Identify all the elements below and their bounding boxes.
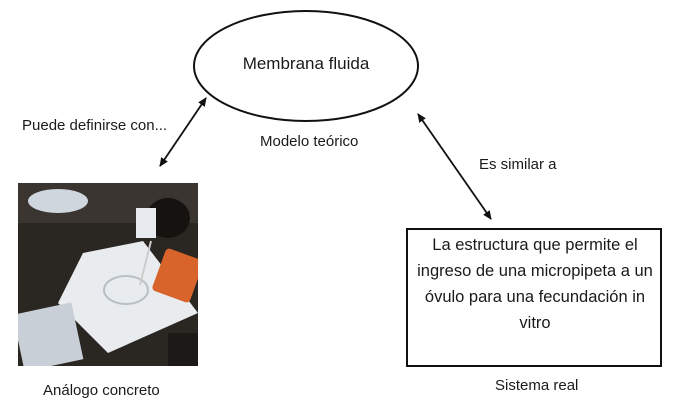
real-system-caption: Sistema real: [495, 377, 579, 394]
concrete-caption: Análogo concreto: [43, 382, 160, 399]
left-edge-label: Puede definirse con...: [22, 117, 168, 134]
center-node-label: Membrana fluida: [242, 54, 370, 73]
center-caption: Modelo teórico: [260, 133, 359, 150]
real-system-text: La estructura que permite el ingreso de …: [417, 236, 653, 332]
real-system-box: [406, 228, 662, 367]
right-edge-label: Es similar a: [479, 156, 557, 173]
membrane-ellipse: [193, 10, 419, 122]
arrow-right: [417, 113, 492, 220]
classroom-photo: [18, 183, 198, 366]
arrow-left: [159, 97, 207, 167]
